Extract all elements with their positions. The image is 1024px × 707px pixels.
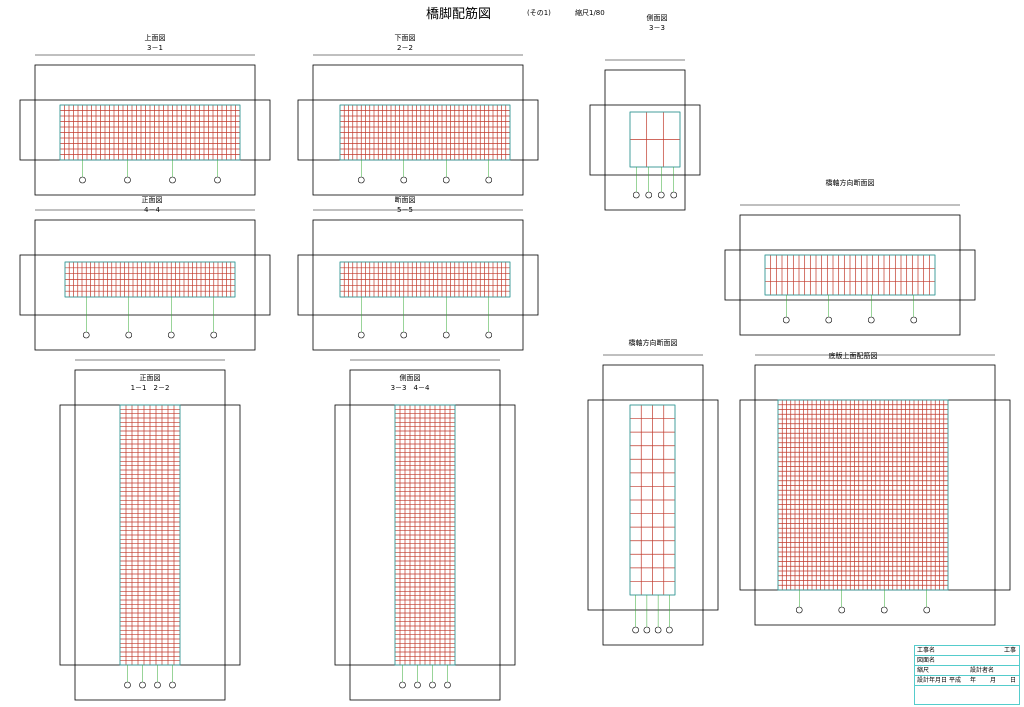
bar-mark-icon (414, 681, 421, 689)
bar-mark-icon (399, 681, 406, 689)
view-3: 側面図 3－3 (589, 13, 701, 211)
bar-mark-icon (214, 176, 221, 184)
bar-mark-icon (670, 191, 678, 199)
view-section: 3－3 4－4 (391, 384, 430, 392)
bar-mark-icon (645, 191, 653, 199)
bar-mark-icon (657, 191, 665, 199)
bar-mark-icon (210, 331, 218, 339)
rebar-grid (59, 104, 241, 161)
view-1: 上面図 3－1 (19, 33, 271, 196)
bar-mark-icon (139, 681, 146, 689)
bar-mark-icon (442, 176, 450, 184)
bar-mark-icon (125, 331, 133, 339)
view-title: 正面図 (140, 374, 161, 382)
title-block: 工事名 工事 図面名 縮尺 設計者名 設計年月日平成 年 月 日 (914, 645, 1020, 705)
bar-mark-icon (357, 176, 365, 184)
view-section: 3－1 (147, 44, 163, 52)
era: 平成 (949, 677, 962, 684)
view-2: 下面図 2－2 (297, 34, 539, 196)
view-9: 橋軸方向断面図 (587, 338, 719, 646)
rebar-grid (339, 104, 511, 161)
view-title: 上面図 (145, 33, 166, 42)
bar-mark-icon (429, 681, 436, 689)
view-section: 2－2 (397, 44, 413, 52)
bar-mark-icon (654, 626, 662, 634)
designer-label: 設計者名 (970, 667, 995, 674)
view-section: 3－3 (649, 24, 665, 32)
rebar-grid (339, 261, 511, 298)
rebar-grid (629, 111, 681, 168)
view-10: 底版上面配筋図 (739, 351, 1011, 626)
bar-mark-icon (782, 316, 790, 324)
year: 年 (970, 677, 977, 684)
bar-mark-icon (400, 176, 408, 184)
bar-mark-icon (838, 606, 846, 614)
bar-mark-icon (880, 606, 888, 614)
bar-mark-icon (169, 681, 176, 689)
bar-mark-icon (632, 191, 640, 199)
view-title: 側面図 (400, 373, 421, 382)
bar-mark-icon (79, 176, 86, 184)
view-8: 側面図 3－3 4－4 (334, 359, 516, 701)
view-section: 1－1 2－2 (131, 384, 170, 392)
bar-mark-icon (643, 626, 651, 634)
bar-mark-icon (485, 331, 493, 339)
bar-mark-icon (867, 316, 875, 324)
bar-mark-icon (795, 606, 803, 614)
view-6: 橋軸方向断面図 (724, 178, 976, 336)
view-title: 側面図 (647, 13, 668, 22)
bar-mark-icon (167, 331, 175, 339)
drawing-label: 図面名 (917, 657, 936, 664)
bar-mark-icon (923, 606, 931, 614)
scale-label: 縮尺 (917, 667, 930, 674)
bar-mark-icon (442, 331, 450, 339)
date-label: 設計年月日 (917, 677, 948, 684)
bar-mark-icon (632, 626, 639, 634)
sheet-scale: 縮尺1/80 (575, 8, 605, 17)
bar-mark-icon (124, 176, 131, 184)
view-title: 底版上面配筋図 (829, 351, 878, 360)
bar-mark-icon (910, 316, 918, 324)
bar-mark-icon (400, 331, 408, 339)
view-title: 断面図 (395, 195, 416, 204)
bar-mark-icon (124, 681, 131, 689)
bar-mark-icon (666, 626, 673, 634)
rebar-grid (119, 404, 181, 666)
bar-mark-icon (825, 316, 833, 324)
day: 日 (1010, 677, 1017, 684)
rebar-grid (777, 399, 949, 591)
rebar-grid (629, 404, 676, 596)
rebar-grid (394, 404, 456, 666)
view-7: 正面図 1－1 2－2 (59, 359, 241, 701)
view-title: 下面図 (395, 34, 416, 42)
project-value: 工事 (1003, 647, 1016, 654)
view-title: 正面図 (142, 196, 163, 204)
project-label: 工事名 (917, 647, 936, 654)
bar-mark-icon (357, 331, 365, 339)
view-title: 橋軸方向断面図 (826, 178, 875, 187)
bar-mark-icon (154, 681, 161, 689)
bar-mark-icon (169, 176, 176, 184)
bar-mark-icon (82, 331, 90, 339)
month: 月 (990, 677, 997, 684)
view-title: 橋軸方向断面図 (629, 338, 678, 347)
bar-mark-icon (444, 681, 451, 689)
bar-mark-icon (485, 176, 493, 184)
rebar-grid (764, 254, 936, 296)
sheet-part: (その1) (527, 9, 551, 17)
rebar-grid (64, 261, 236, 298)
sheet-title: 橋脚配筋図 (426, 6, 491, 22)
